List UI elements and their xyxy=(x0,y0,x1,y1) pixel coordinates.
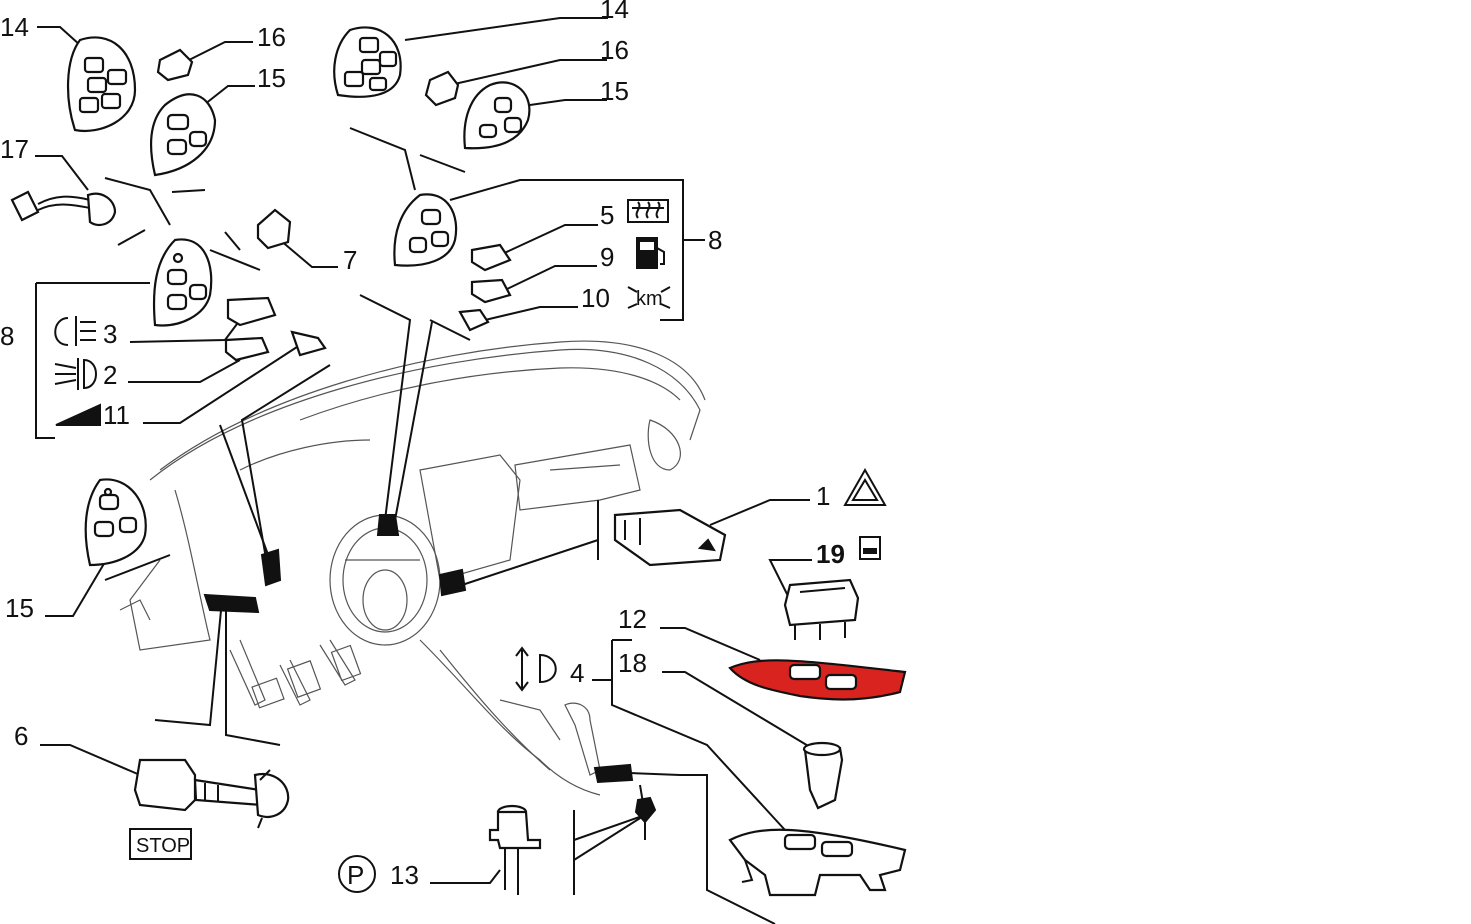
callout-8b: 8 xyxy=(708,225,722,255)
callout-3: 3 xyxy=(103,319,117,349)
callout-11: 11 xyxy=(103,400,130,430)
clip-16a xyxy=(156,48,194,82)
brake-switch-6 xyxy=(133,758,290,829)
callout-6: 6 xyxy=(14,721,28,751)
trim-panel-12-highlighted xyxy=(728,659,907,701)
km-label: km xyxy=(636,288,663,310)
parking-label: P xyxy=(347,860,364,890)
small-switches-left xyxy=(224,296,327,362)
callout-8a: 8 xyxy=(0,321,14,351)
switch-panel-15c xyxy=(84,478,147,567)
symbol-fuel xyxy=(636,237,665,269)
callout-15b: 15 xyxy=(600,76,629,106)
callout-5: 5 xyxy=(600,200,614,230)
dashboard-outline xyxy=(119,340,706,796)
callout-16a: 16 xyxy=(257,22,286,52)
callout-18: 18 xyxy=(618,648,647,678)
callout-13: 13 xyxy=(390,860,419,890)
switch-panel-15a xyxy=(150,93,217,177)
dash-switch-blocks xyxy=(203,548,634,784)
callout-2: 2 xyxy=(103,360,117,390)
symbol-fog-front xyxy=(54,358,97,390)
leader-lines xyxy=(35,17,816,924)
clip-7 xyxy=(256,208,292,250)
callout-1: 1 xyxy=(816,481,830,511)
stop-label: STOP xyxy=(136,835,190,857)
clip-16b xyxy=(424,70,460,107)
callout-16b: 16 xyxy=(600,35,629,65)
switch-panel-8b xyxy=(393,193,458,267)
callout-17: 17 xyxy=(0,134,29,164)
switch-panel-14a xyxy=(67,36,137,133)
knob-18 xyxy=(802,741,844,810)
small-switches-center xyxy=(458,243,512,332)
callout-14b: 14 xyxy=(600,0,629,24)
symbol-19-icon xyxy=(859,536,881,560)
symbol-parking: P xyxy=(338,855,376,893)
callout-15a: 15 xyxy=(257,63,286,93)
parking-switch-13 xyxy=(488,804,542,895)
symbol-km: km xyxy=(627,286,671,310)
sensor-clip xyxy=(634,796,657,840)
callout-4: 4 xyxy=(570,658,584,688)
switch-panel-15b xyxy=(463,81,531,150)
symbol-ramp xyxy=(55,403,101,426)
switch-panel-14b xyxy=(333,26,402,98)
hazard-switch xyxy=(613,508,727,567)
console-panel xyxy=(728,828,907,897)
connector-17 xyxy=(10,190,117,226)
symbol-fog-rear xyxy=(54,316,96,346)
callout-12: 12 xyxy=(618,604,647,634)
symbol-hazard xyxy=(843,467,887,506)
callout-15c: 15 xyxy=(5,593,34,623)
callout-10: 10 xyxy=(581,283,610,313)
symbol-headlight-adjust xyxy=(515,646,557,692)
callout-19: 19 xyxy=(816,539,845,569)
callout-9: 9 xyxy=(600,242,614,272)
stop-box: STOP xyxy=(129,828,192,860)
callout-14a: 14 xyxy=(0,12,29,42)
symbol-rear-defrost xyxy=(627,199,669,223)
callout-7: 7 xyxy=(343,245,357,275)
switch-panel-8a xyxy=(152,238,213,327)
callout-numbers: 14 16 15 17 7 8 3 2 11 14 16 15 5 9 10 8… xyxy=(0,0,845,890)
relay-19 xyxy=(783,578,860,640)
steering-wheel xyxy=(329,514,441,646)
